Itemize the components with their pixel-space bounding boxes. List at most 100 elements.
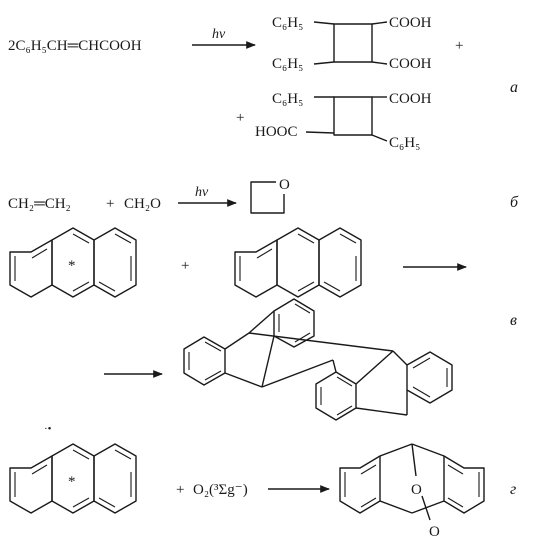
bond [224, 332, 250, 350]
stray-mark: ·• [44, 423, 52, 435]
reactant-ethylene: CH₂═CH₂ [8, 196, 71, 212]
benzo-ring [406, 351, 453, 404]
bond [261, 335, 275, 388]
plus-sign: + [106, 196, 114, 212]
benzo-ring [443, 455, 485, 514]
bond [224, 372, 263, 388]
bond [371, 61, 388, 65]
ring-center [276, 227, 320, 298]
double-bond [256, 248, 273, 259]
anthracene-endoperoxide: O O [339, 443, 485, 540]
bridge-bond [248, 332, 394, 352]
reaction-label-b: б [510, 194, 519, 211]
bond [248, 310, 275, 334]
anthracene-excited: * [9, 227, 137, 298]
double-bond [204, 341, 222, 352]
double-bond [323, 281, 341, 292]
substituent-hooc: HOOC [255, 124, 298, 140]
bond [411, 443, 445, 457]
plus-sign: + [236, 110, 244, 126]
reaction-label-c: в [510, 312, 517, 329]
bond [392, 350, 408, 366]
light-condition: hν [195, 185, 209, 200]
double-bond [98, 281, 116, 292]
peroxide-oxygen: O [411, 482, 422, 498]
double-bond [447, 497, 464, 508]
double-bond [72, 497, 90, 508]
bond [411, 500, 445, 514]
benzo-ring [315, 371, 357, 421]
double-bond [360, 497, 377, 508]
double-bond [114, 449, 132, 460]
bond [355, 350, 394, 385]
double-bond [447, 464, 464, 475]
double-bond [114, 233, 132, 244]
oxetane-ring-bonds [250, 181, 285, 214]
ring-left [9, 239, 53, 298]
oxetane-ring: O [250, 177, 290, 214]
cyclobutane-ring [333, 23, 373, 63]
ring-right [93, 227, 137, 298]
double-bond [72, 449, 90, 460]
cyclobutane-product-2: + C₆H₅ COOH HOOC C₆H₅ [236, 91, 432, 151]
bond [371, 21, 388, 25]
double-bond [297, 233, 315, 244]
reaction-label-a: а [510, 79, 518, 96]
bond [313, 61, 335, 65]
reaction-d: * + O₂(³Σg⁻) O O г [9, 443, 516, 540]
double-bond [294, 303, 311, 314]
double-bond [360, 464, 377, 475]
double-bond [412, 386, 431, 398]
ring-right [93, 443, 137, 514]
peroxide-oxygen: O [429, 524, 440, 540]
oxetane-oxygen: O [279, 177, 290, 193]
ring-left [234, 239, 278, 298]
ring-left [9, 455, 53, 514]
bond [379, 443, 413, 457]
double-bond [98, 497, 116, 508]
double-bond [72, 281, 90, 292]
bond [332, 359, 337, 373]
cyclobutane-ring [333, 96, 373, 136]
plus-sign: + [181, 258, 189, 274]
double-bond [297, 281, 315, 292]
peroxide-bond [421, 495, 431, 521]
double-bond [31, 248, 48, 259]
plus-sign: + [176, 482, 184, 498]
anthracene-photodimer [183, 298, 453, 421]
reaction-b: CH₂═CH₂ + CH₂O hν O б [8, 177, 519, 214]
double-bond [72, 233, 90, 244]
substituent-c6h5: C₆H₅ [389, 135, 420, 151]
benzo-ring [183, 336, 226, 386]
benzo-ring [339, 455, 381, 514]
substituent-cooh: COOH [389, 15, 432, 31]
cyclobutane-product-1: C₆H₅ C₆H₅ COOH COOH + [272, 15, 463, 72]
double-bond [294, 332, 311, 343]
double-bond [31, 464, 48, 475]
double-bond [339, 233, 357, 244]
plus-sign: + [455, 38, 463, 54]
substituent-c6h5: C₆H₅ [272, 15, 303, 31]
double-bond [204, 370, 222, 381]
bond [379, 500, 413, 514]
reaction-a: 2C₆H₅CH═CHCOOH hν C₆H₅ C₆H₅ COOH COOH + … [8, 15, 518, 151]
substituent-cooh: COOH [389, 56, 432, 72]
excited-state-mark: * [68, 474, 76, 490]
peroxide-bond [411, 443, 417, 477]
reaction-c: * + в [9, 227, 517, 421]
reaction-label-d: г [510, 481, 516, 498]
bond [313, 21, 335, 25]
bond [371, 134, 388, 142]
substituent-c6h5: C₆H₅ [272, 91, 303, 107]
bond [305, 131, 335, 134]
bridge-bond [261, 359, 334, 388]
double-bond [336, 405, 353, 416]
excited-state-mark: * [68, 258, 76, 274]
anthracene-excited: * [9, 443, 137, 514]
light-condition: hν [212, 27, 226, 42]
double-bond [412, 357, 431, 369]
ring-right [318, 227, 362, 298]
substituent-c6h5: C₆H₅ [272, 56, 303, 72]
anthracene-ground [234, 227, 362, 298]
